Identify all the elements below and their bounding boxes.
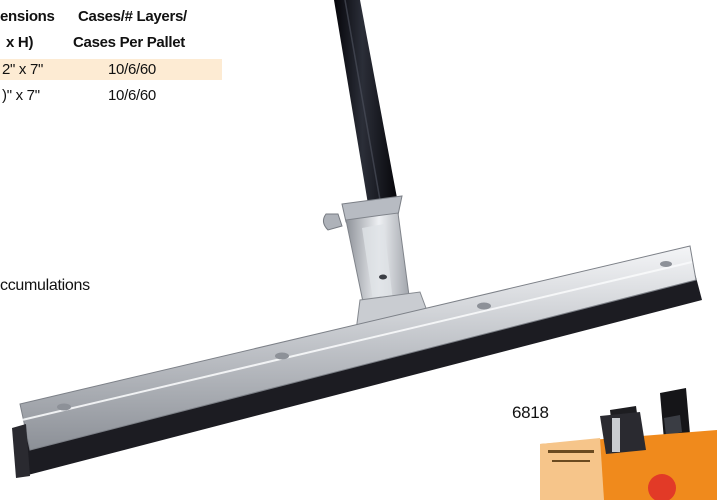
product-box — [540, 388, 717, 500]
table-cell-cases: 10/6/60 — [108, 61, 156, 78]
squeegee-blade — [12, 245, 702, 478]
squeegee-pole — [334, 0, 397, 204]
table-cell-dimensions: )" x 7" — [2, 87, 40, 104]
header-dimensions-line1: ensions — [0, 8, 55, 25]
header-dimensions-line2: x H) — [6, 34, 34, 51]
table-cell-dimensions: 2" x 7" — [2, 61, 44, 78]
header-cases-line2: Cases Per Pallet — [73, 34, 185, 51]
table-cell-cases: 10/6/60 — [108, 87, 156, 104]
table-row-highlight — [0, 59, 222, 80]
header-cases-line1: Cases/# Layers/ — [78, 8, 187, 25]
model-number: 6818 — [512, 403, 549, 422]
feature-text: ccumulations — [0, 277, 90, 294]
